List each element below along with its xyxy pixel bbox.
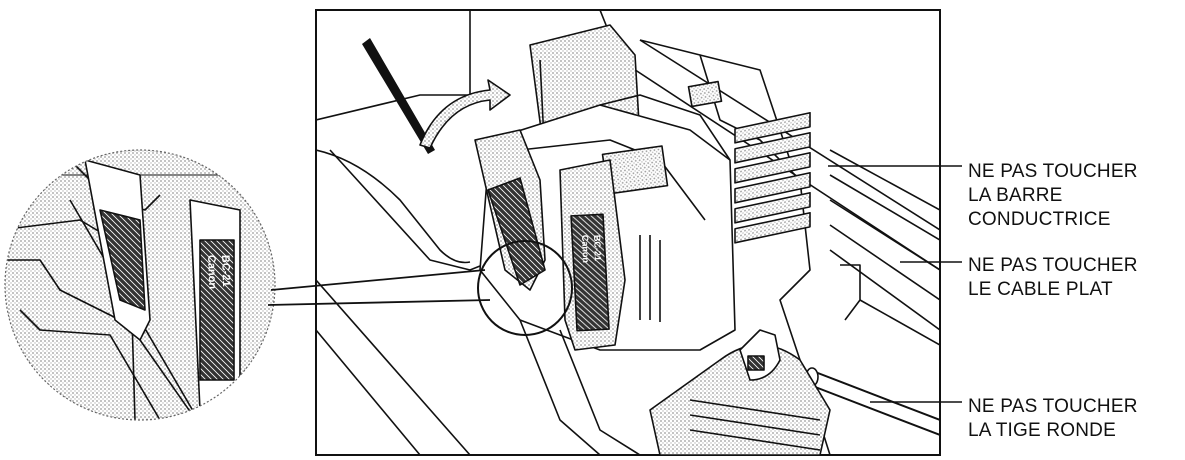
callout-line: NE PAS TOUCHER	[968, 255, 1138, 276]
callout-flat-cable: NE PAS TOUCHER LE CABLE PLAT	[968, 254, 1138, 302]
callout-line: NE PAS TOUCHER	[968, 396, 1138, 417]
inset-cartridge-model-label: BC-21	[219, 255, 232, 287]
callout-conductor-bar: NE PAS TOUCHER LA BARRE CONDUCTRICE	[968, 160, 1138, 232]
main-illustration-panel	[315, 9, 941, 456]
callout-line: CONDUCTRICE	[968, 209, 1111, 230]
zoom-inset	[4, 149, 276, 421]
inset-cartridge-brand-label: Canon	[205, 255, 218, 290]
callout-line: NE PAS TOUCHER	[968, 161, 1138, 182]
contact-ribs	[734, 112, 811, 244]
cartridge-model-label: BC-21	[592, 235, 603, 261]
insert-arrow	[362, 38, 435, 154]
callout-leader-lines	[828, 165, 962, 403]
callout-round-rod: NE PAS TOUCHER LA TIGE RONDE	[968, 395, 1138, 443]
rotate-arrow	[419, 79, 511, 149]
callout-line: LA BARRE	[968, 185, 1063, 206]
zoom-connector-lines	[267, 269, 491, 306]
callout-line: LA TIGE RONDE	[968, 420, 1116, 441]
callout-line: LE CABLE PLAT	[968, 279, 1113, 300]
cartridge-brand-label: Canon	[580, 235, 591, 263]
